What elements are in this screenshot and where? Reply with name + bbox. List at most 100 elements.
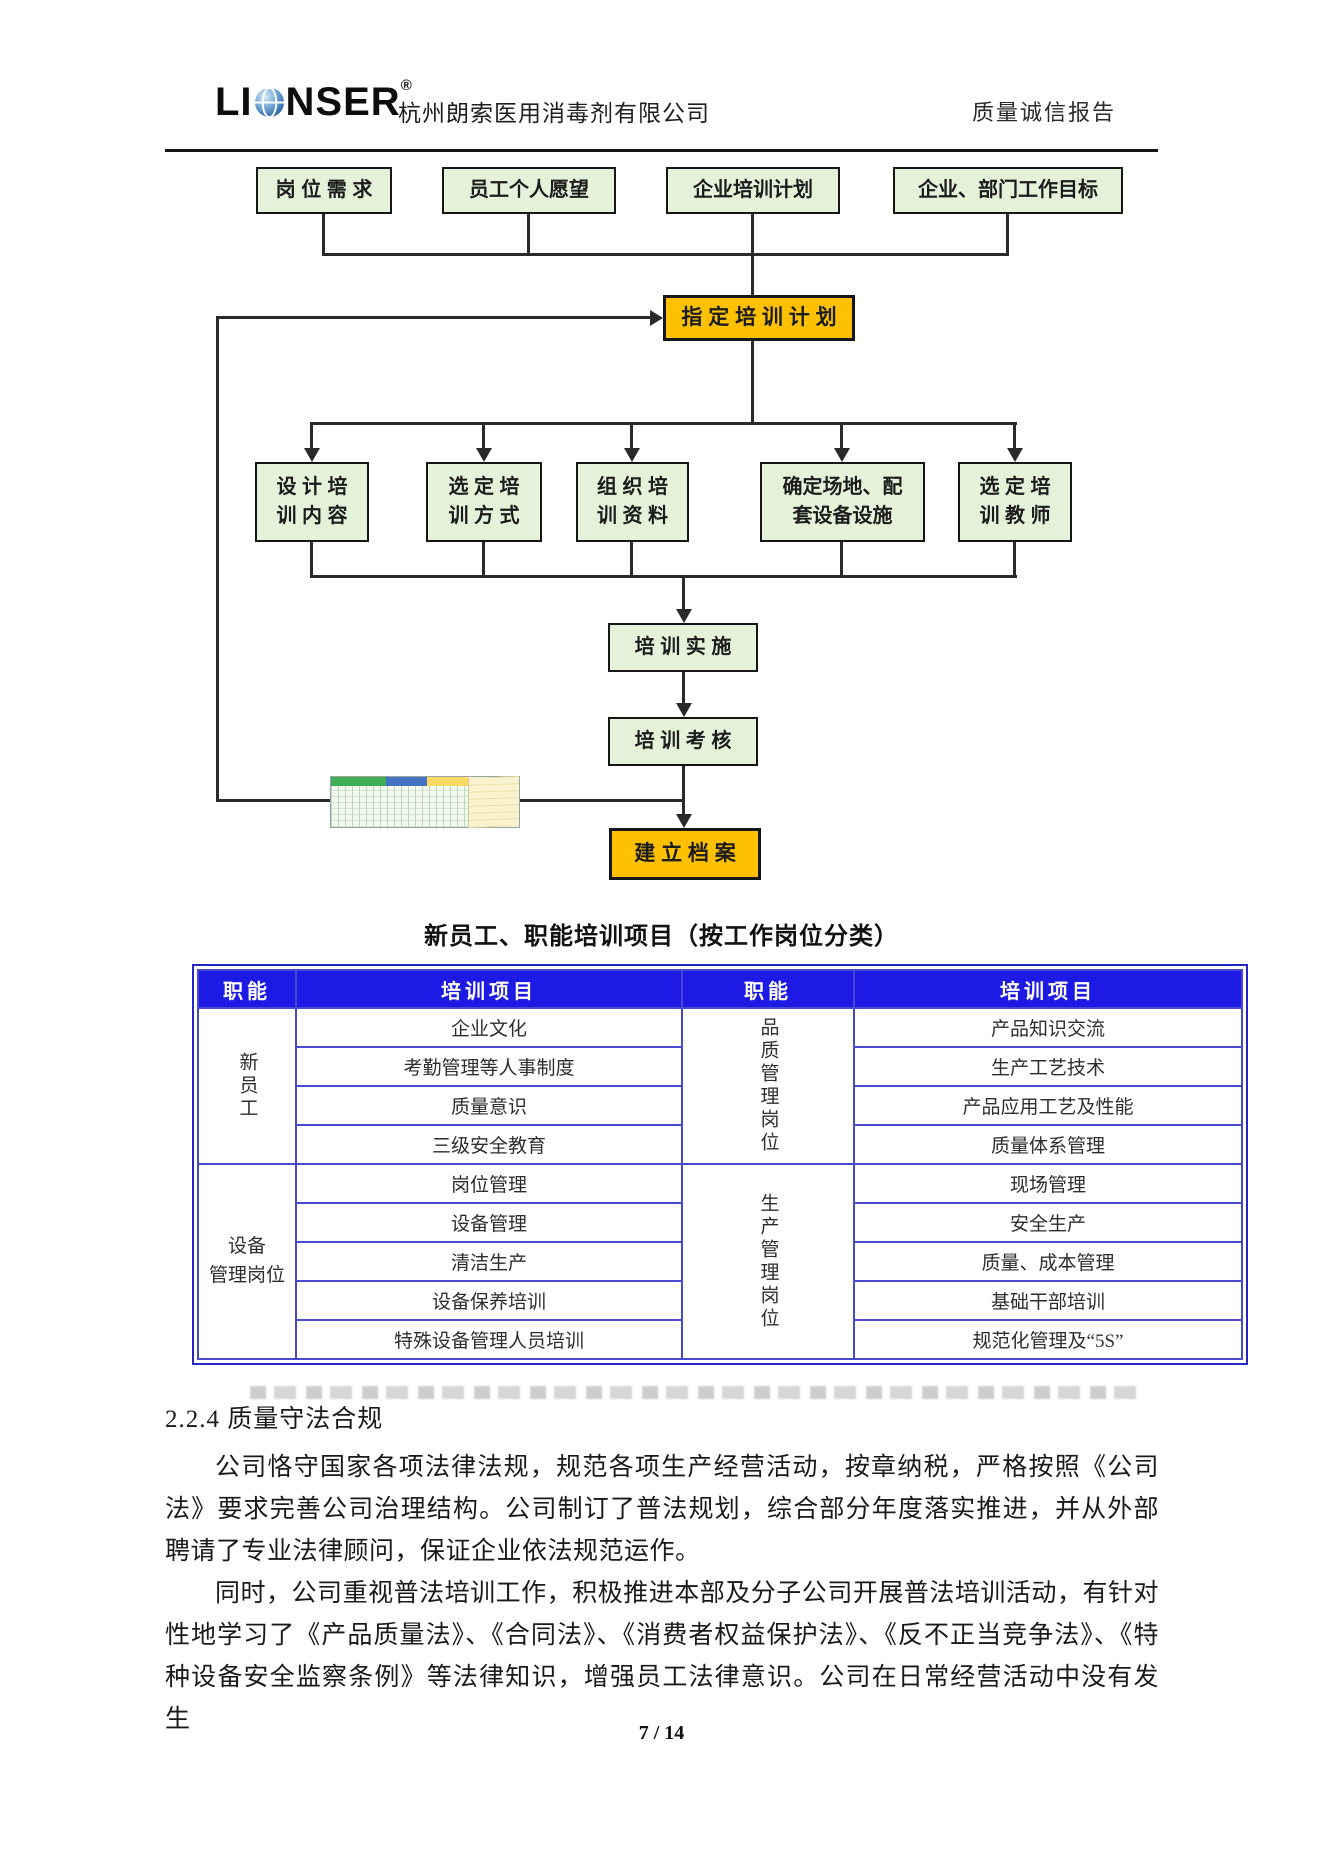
flow-box-training-assess: 培 训 考 核 (608, 717, 758, 766)
flow-box-company-training-plan: 企业培训计划 (666, 167, 840, 214)
paragraph: 公司恪守国家各项法律法规，规范各项生产经营活动，按章纳税，严格按照《公司法》要求… (165, 1454, 1159, 1565)
connector-line (1013, 542, 1016, 578)
spreadsheet-side-panel (468, 776, 519, 828)
arrow-down-icon (304, 448, 320, 462)
company-name: 杭州朗索医用消毒剂有限公司 (398, 101, 710, 126)
table-cell: 现场管理 (853, 1163, 1243, 1204)
table-row: 特殊设备管理人员培训 规范化管理及“5S” (198, 1319, 1243, 1360)
spreadsheet-cells (331, 786, 468, 827)
connector-bus (310, 422, 1017, 425)
table-header-cell: 职能 (681, 969, 855, 1009)
paragraph: 同时，公司重视普法培训工作，积极推进本部及分子公司开展普法培训活动，有针对性地学… (165, 1580, 1159, 1733)
spreadsheet-grid-area (331, 777, 468, 827)
table-title: 新员工、职能培训项目（按工作岗位分类） (424, 924, 899, 950)
arrow-down-icon (676, 609, 692, 623)
arrow-right-icon (650, 310, 663, 326)
page-number: 7 / 14 (638, 1722, 685, 1744)
flow-box-design-content: 设 计 培 训 内 容 (255, 462, 369, 542)
table-cell: 质量、成本管理 (853, 1241, 1243, 1282)
table-caption-blurred (250, 1386, 1138, 1399)
connector-line (527, 214, 530, 256)
table-cell: 质量意识 (295, 1085, 683, 1126)
table-row: 质量意识 产品应用工艺及性能 (198, 1085, 1243, 1126)
table-row: 三级安全教育 质量体系管理 (198, 1124, 1243, 1165)
section-heading: 2.2.4 质量守法合规 (165, 1406, 384, 1433)
connector-line (751, 341, 754, 425)
flow-box-select-teacher: 选 定 培 训 教 师 (958, 462, 1072, 542)
table-row: 新员工 企业文化 品质管理岗位 产品知识交流 (197, 1007, 1243, 1165)
group-label-new-employee: 新员工 (197, 1007, 297, 1165)
body-section: 2.2.4 质量守法合规 公司恪守国家各项法律法规，规范各项生产经营活动，按章纳… (165, 1399, 1159, 1741)
registered-mark-icon: ® (400, 77, 413, 94)
flow-box-select-method: 选 定 培 训 方 式 (426, 462, 542, 542)
table-cell: 产品知识交流 (853, 1007, 1243, 1048)
table-cell: 三级安全教育 (295, 1124, 683, 1165)
flow-box-organize-material: 组 织 培 训 资 料 (576, 462, 689, 542)
connector-line (1006, 214, 1009, 256)
connector-line (630, 542, 633, 578)
table-row: 考勤管理等人事制度 生产工艺技术 (198, 1046, 1243, 1087)
connector-line (322, 214, 325, 256)
header-divider (165, 149, 1158, 152)
connector-line (682, 575, 685, 611)
logo-text-nser: NSER (285, 80, 401, 124)
flow-box-venue-equipment: 确定场地、配 套设备设施 (760, 462, 925, 542)
arrow-down-icon (1007, 448, 1023, 462)
spreadsheet-thumbnail (330, 776, 520, 828)
group-label-quality-post: 品质管理岗位 (681, 1007, 855, 1165)
connector-line (482, 542, 485, 578)
table-cell: 清洁生产 (295, 1241, 683, 1282)
table-cell: 安全生产 (853, 1202, 1243, 1243)
table-cell: 生产工艺技术 (853, 1046, 1243, 1087)
table-row: 设备保养培训 基础干部培训 (198, 1280, 1243, 1321)
flow-box-department-goal: 企业、部门工作目标 (893, 167, 1123, 214)
table-cell: 产品应用工艺及性能 (853, 1085, 1243, 1126)
arrow-down-icon (676, 814, 692, 828)
table-row: 设备管理 安全生产 (198, 1202, 1243, 1243)
connector-line (682, 672, 685, 705)
arrow-down-icon (676, 703, 692, 717)
table-cell: 基础干部培训 (853, 1280, 1243, 1321)
connector-line (482, 422, 485, 450)
table-cell: 设备管理 (295, 1202, 683, 1243)
connector-line (840, 422, 843, 450)
report-title: 质量诚信报告 (972, 100, 1117, 125)
connector-line (682, 766, 685, 816)
table-cell: 特殊设备管理人员培训 (295, 1319, 683, 1360)
flow-box-set-training-plan: 指 定 培 训 计 划 (663, 295, 855, 341)
connector-bus (310, 575, 1017, 578)
feedback-line (216, 316, 219, 802)
group-label-production-post: 生产管理岗位 (681, 1163, 855, 1360)
spreadsheet-header-strip (331, 777, 468, 786)
table-header-cell: 培训项目 (295, 969, 683, 1009)
flow-box-employee-wish: 员工个人愿望 (442, 167, 616, 214)
table-header-row: 职能 培训项目 职能 培训项目 (197, 969, 1243, 1009)
connector-line (310, 542, 313, 578)
table-cell: 岗位管理 (295, 1163, 683, 1204)
table-cell: 规范化管理及“5S” (853, 1319, 1243, 1360)
flow-box-build-archive: 建 立 档 案 (609, 828, 761, 880)
arrow-down-icon (624, 448, 640, 462)
connector-line (840, 542, 843, 578)
lionser-logo: LI NSER ® (215, 78, 413, 124)
table-cell: 质量体系管理 (853, 1124, 1243, 1165)
table-header-cell: 培训项目 (853, 969, 1243, 1009)
table-cell: 考勤管理等人事制度 (295, 1046, 683, 1087)
logo-text-li: LI (215, 80, 253, 124)
training-table: 职能 培训项目 职能 培训项目 新员工 企业文化 品质管理岗位 产品知识交流 考… (192, 964, 1248, 1365)
connector-bus (322, 253, 1009, 256)
arrow-down-icon (834, 448, 850, 462)
flow-box-job-demand: 岗 位 需 求 (256, 167, 392, 214)
table-row: 设备 管理岗位 岗位管理 生产管理岗位 现场管理 (197, 1163, 1243, 1360)
flow-box-training-implement: 培 训 实 施 (608, 623, 758, 672)
feedback-line (216, 316, 653, 319)
table-header-cell: 职能 (197, 969, 297, 1009)
group-label-equipment-post: 设备 管理岗位 (197, 1163, 297, 1360)
connector-line (630, 422, 633, 450)
connector-line (310, 422, 313, 450)
arrow-down-icon (476, 448, 492, 462)
connector-line (1013, 422, 1016, 450)
table-cell: 企业文化 (295, 1007, 683, 1048)
table-row: 清洁生产 质量、成本管理 (198, 1241, 1243, 1282)
